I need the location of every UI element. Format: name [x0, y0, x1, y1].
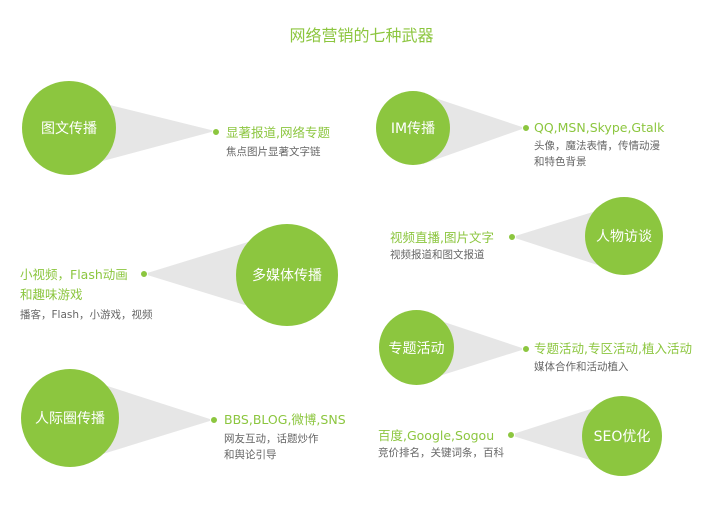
tuwen-main: 显著报道,网络专题 — [226, 125, 330, 140]
circle-seo: SEO优化 — [582, 396, 662, 476]
duomeiti-main-2: 和趣味游戏 — [20, 287, 83, 302]
circle-tuwen: 图文传播 — [22, 81, 116, 175]
circle-im: IM传播 — [376, 91, 450, 165]
im-sub-1: 头像，魔法表情，传情动漫 — [534, 140, 660, 152]
renwu-main: 视频直播,图片文字 — [390, 230, 494, 245]
tuwen-sub: 焦点图片显著文字链 — [226, 146, 321, 158]
zhuanti-sub: 媒体合作和活动植入 — [534, 361, 629, 373]
renji-main: BBS,BLOG,微博,SNS — [224, 412, 346, 427]
dot-im — [522, 124, 530, 132]
renwu-sub: 视频报道和图文报道 — [390, 249, 485, 261]
dot-seo — [507, 431, 515, 439]
circle-renji: 人际圈传播 — [21, 369, 119, 467]
duomeiti-main-1: 小视频，Flash动画 — [20, 267, 128, 282]
seo-main: 百度,Google,Sogou — [378, 428, 495, 443]
diagram-title: 网络营销的七种武器 — [289, 26, 434, 45]
dot-tuwen — [212, 128, 220, 136]
circle-duomeiti: 多媒体传播 — [236, 224, 338, 326]
dot-zhuanti — [522, 345, 530, 353]
duomeiti-sub: 播客，Flash，小游戏，视频 — [20, 309, 153, 321]
renji-sub-1: 网友互动，话题炒作 — [224, 433, 319, 445]
renji-sub-2: 和舆论引导 — [224, 449, 277, 461]
dot-duomeiti — [140, 270, 148, 278]
cone-im — [423, 94, 525, 164]
circle-renwu: 人物访谈 — [585, 197, 663, 275]
seo-sub: 竞价排名，关键词条，百科 — [378, 447, 504, 459]
circle-zhuanti: 专题活动 — [379, 310, 454, 385]
dot-renwu — [508, 233, 516, 241]
dot-renji — [210, 416, 218, 424]
im-sub-2: 和特色背景 — [534, 156, 587, 168]
zhuanti-main: 专题活动,专区活动,植入活动 — [534, 341, 692, 356]
im-main: QQ,MSN,Skype,Gtalk — [534, 120, 665, 135]
